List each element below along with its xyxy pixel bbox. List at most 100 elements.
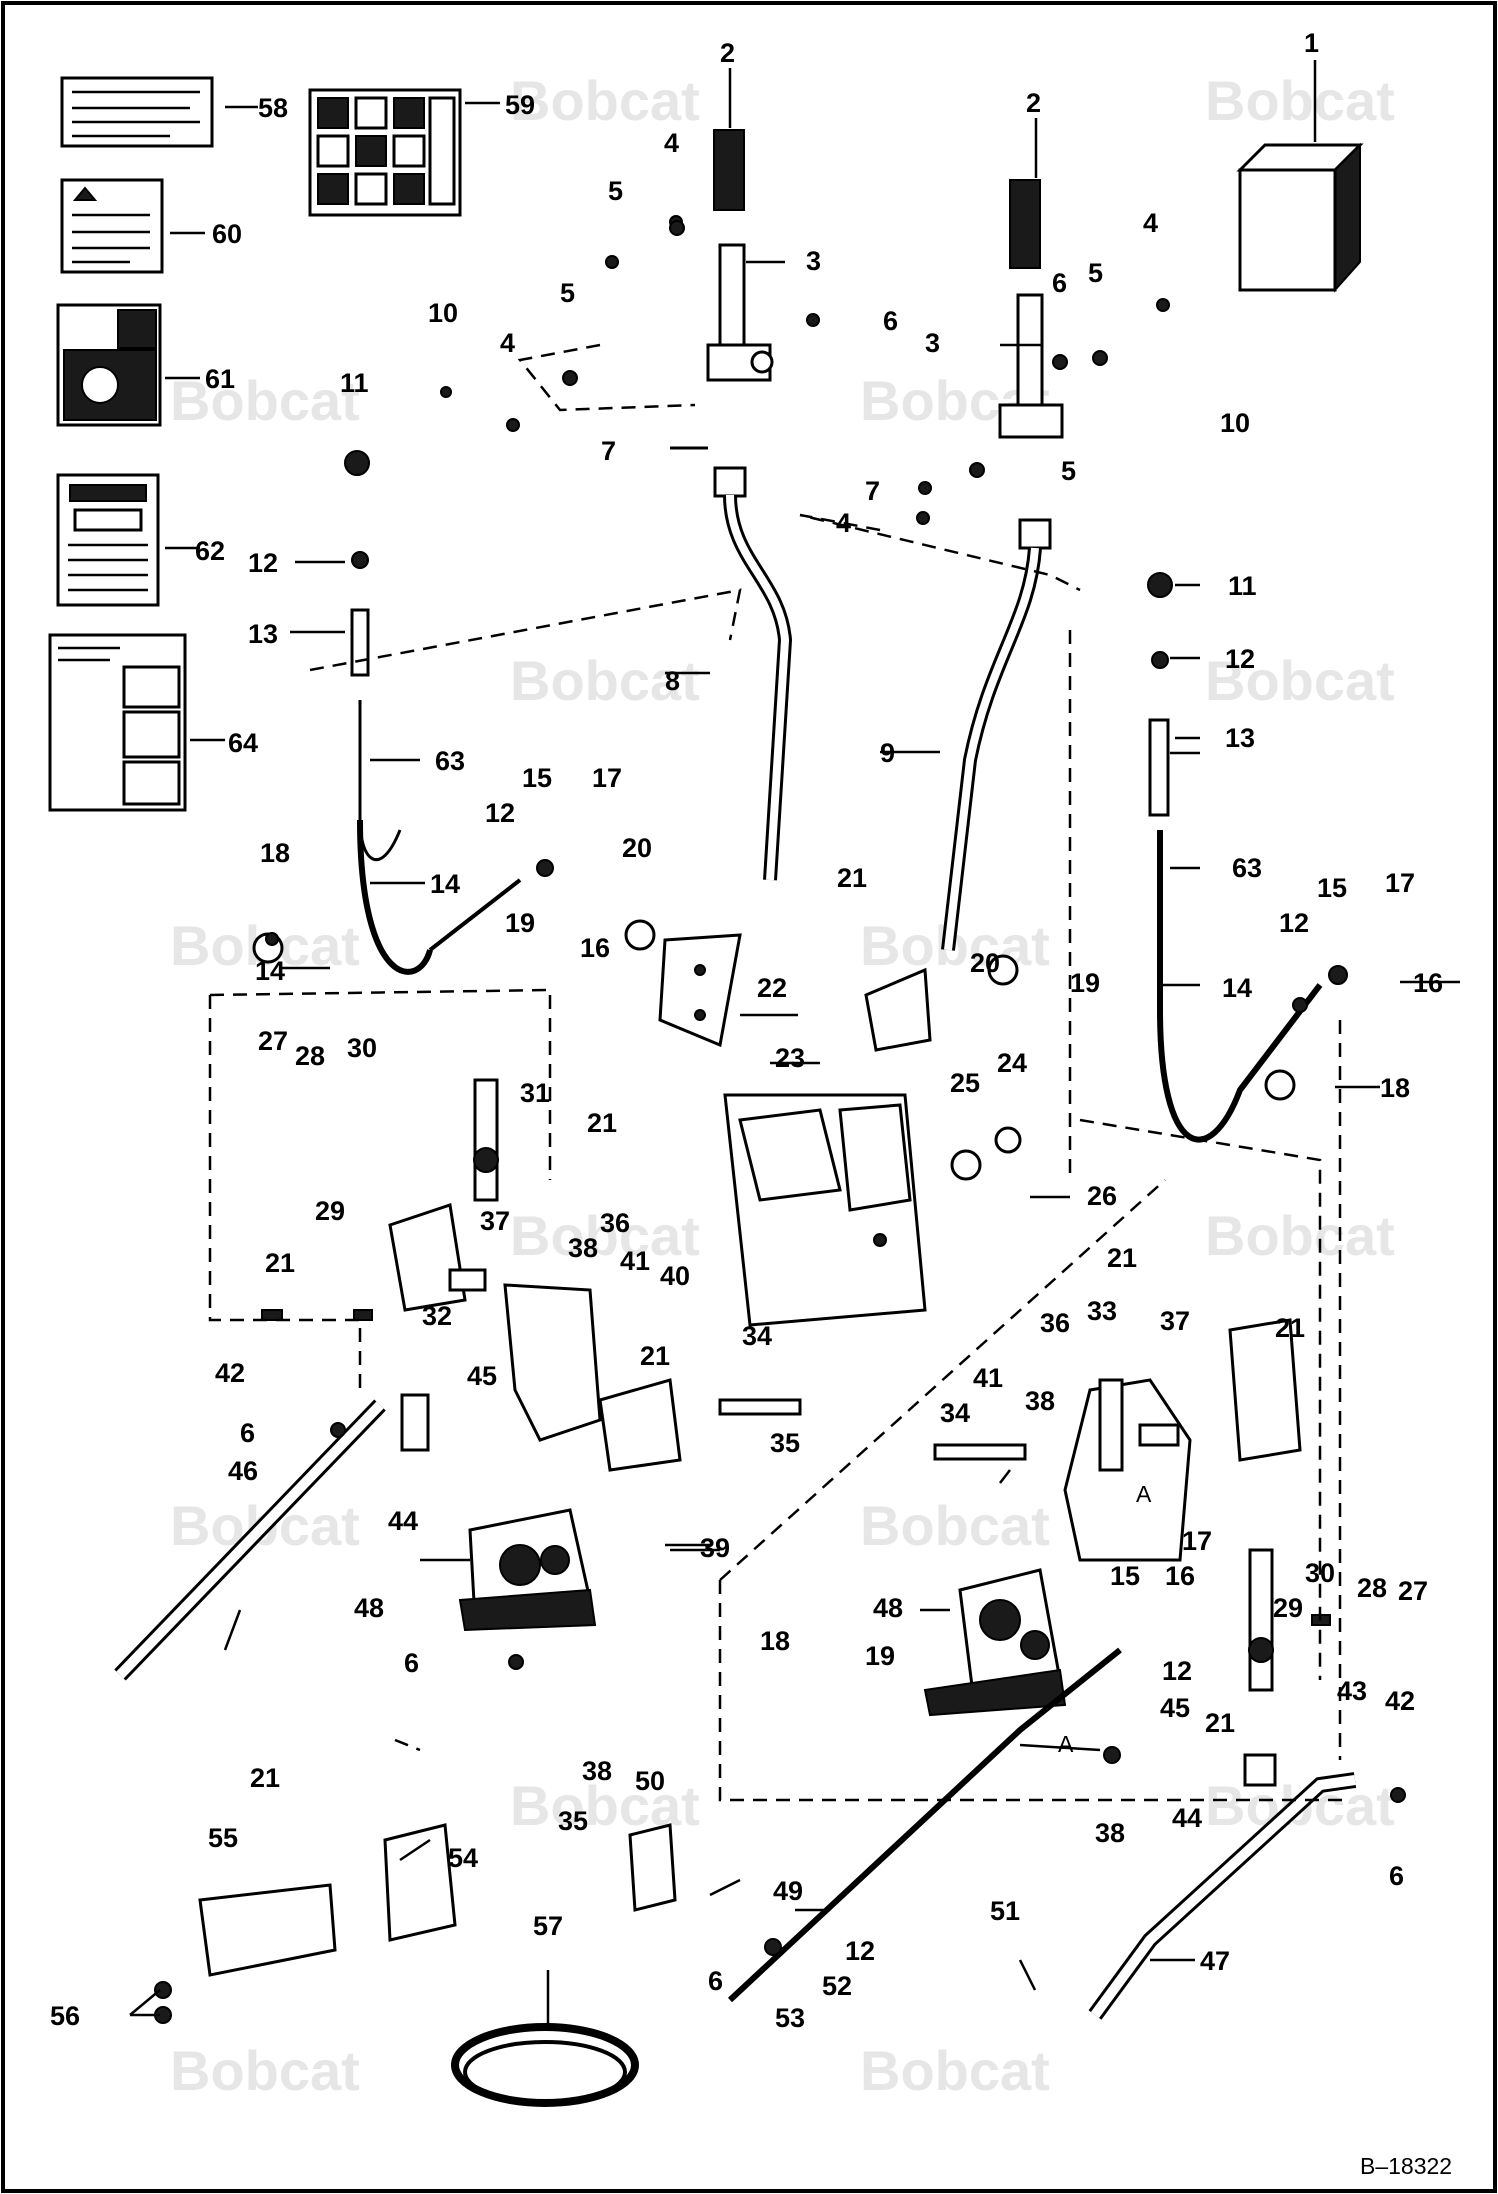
callout-15: 15 bbox=[522, 763, 552, 793]
callout-4: 4 bbox=[1143, 208, 1158, 238]
callout-12: 12 bbox=[248, 548, 278, 578]
callout-18: 18 bbox=[760, 1626, 790, 1656]
callout-41: 41 bbox=[620, 1246, 650, 1276]
callout-32: 32 bbox=[422, 1301, 452, 1331]
callout-6: 6 bbox=[1052, 268, 1067, 298]
callout-19: 19 bbox=[1070, 968, 1100, 998]
callout-11: 11 bbox=[1228, 571, 1257, 601]
right-rod-47 bbox=[1088, 1753, 1357, 2020]
callout-36: 36 bbox=[1040, 1308, 1070, 1338]
callout-12: 12 bbox=[1279, 908, 1309, 938]
reference-a-label: A bbox=[1136, 1481, 1152, 1507]
callout-labels: 1 2 2 3 3 4 4 4 4 5 5 5 5 6 6 6 6 6 6 7 … bbox=[50, 28, 1443, 2033]
decal-59 bbox=[308, 88, 462, 217]
callout-61: 61 bbox=[205, 364, 235, 394]
watermark-text: Bobcat bbox=[510, 69, 700, 132]
callout-54: 54 bbox=[448, 1843, 478, 1873]
callout-42: 42 bbox=[215, 1358, 245, 1388]
watermark-text: Bobcat bbox=[170, 369, 360, 432]
callout-12: 12 bbox=[1162, 1656, 1192, 1686]
callout-3: 3 bbox=[925, 328, 940, 358]
callout-20: 20 bbox=[622, 833, 652, 863]
bracket-55 bbox=[154, 1823, 457, 2024]
callout-56: 56 bbox=[50, 2001, 80, 2031]
callout-21: 21 bbox=[1107, 1243, 1137, 1273]
callout-51: 51 bbox=[990, 1896, 1020, 1926]
callout-50: 50 bbox=[635, 1766, 665, 1796]
callout-5: 5 bbox=[1061, 456, 1076, 486]
left-pedal-group bbox=[388, 1078, 802, 1632]
bracket-50 bbox=[628, 1823, 677, 1912]
callout-43: 43 bbox=[1337, 1676, 1367, 1706]
callout-60: 60 bbox=[212, 219, 242, 249]
callout-47: 47 bbox=[1200, 1946, 1230, 1976]
callout-21: 21 bbox=[250, 1763, 280, 1793]
callout-18: 18 bbox=[260, 838, 290, 868]
callout-15: 15 bbox=[1317, 873, 1347, 903]
callout-37: 37 bbox=[480, 1206, 510, 1236]
callout-25: 25 bbox=[950, 1068, 980, 1098]
callout-6: 6 bbox=[1389, 1861, 1404, 1891]
hose-57 bbox=[451, 2023, 639, 2107]
callout-33: 33 bbox=[1087, 1296, 1117, 1326]
callout-29: 29 bbox=[315, 1196, 345, 1226]
callout-23: 23 bbox=[775, 1043, 805, 1073]
callout-6: 6 bbox=[708, 1966, 723, 1996]
callout-6: 6 bbox=[404, 1648, 419, 1678]
callout-21: 21 bbox=[1205, 1708, 1235, 1738]
callout-14: 14 bbox=[255, 956, 285, 986]
decal-58 bbox=[60, 76, 214, 148]
callout-26: 26 bbox=[1087, 1181, 1117, 1211]
callout-44: 44 bbox=[1172, 1803, 1202, 1833]
watermark-text: Bobcat bbox=[510, 649, 700, 712]
callout-31: 31 bbox=[520, 1078, 550, 1108]
callout-45: 45 bbox=[467, 1361, 497, 1391]
callout-2: 2 bbox=[1026, 88, 1041, 118]
callout-17: 17 bbox=[592, 763, 622, 793]
leader-lines bbox=[129, 60, 1460, 2030]
callout-19: 19 bbox=[865, 1641, 895, 1671]
callout-63: 63 bbox=[1232, 853, 1262, 883]
callout-58: 58 bbox=[258, 93, 288, 123]
left-handle-assembly bbox=[440, 129, 820, 881]
callout-27: 27 bbox=[1398, 1576, 1428, 1606]
right-cable-assembly bbox=[1147, 572, 1348, 1143]
callout-19: 19 bbox=[505, 908, 535, 938]
decal-64 bbox=[48, 633, 187, 812]
callout-36: 36 bbox=[600, 1208, 630, 1238]
watermark-text: Bobcat bbox=[510, 1204, 700, 1267]
decal-62 bbox=[56, 473, 160, 607]
callout-64: 64 bbox=[228, 728, 258, 758]
callout-13: 13 bbox=[248, 619, 278, 649]
callout-22: 22 bbox=[757, 973, 787, 1003]
callout-30: 30 bbox=[347, 1033, 377, 1063]
callout-34: 34 bbox=[742, 1321, 772, 1351]
callout-14: 14 bbox=[430, 869, 460, 899]
callout-63: 63 bbox=[435, 746, 465, 776]
callout-41: 41 bbox=[973, 1363, 1003, 1393]
callout-42: 42 bbox=[1385, 1686, 1415, 1716]
drawing-number: B–18322 bbox=[1360, 2153, 1452, 2179]
callout-8: 8 bbox=[665, 666, 680, 696]
callout-62: 62 bbox=[195, 536, 225, 566]
decal-60 bbox=[60, 178, 164, 274]
callout-4: 4 bbox=[500, 328, 515, 358]
callout-29: 29 bbox=[1273, 1593, 1303, 1623]
callout-3: 3 bbox=[806, 246, 821, 276]
callout-21: 21 bbox=[265, 1248, 295, 1278]
callout-1: 1 bbox=[1304, 28, 1319, 58]
callout-57: 57 bbox=[533, 1911, 563, 1941]
callout-9: 9 bbox=[880, 738, 895, 768]
callout-28: 28 bbox=[295, 1041, 325, 1071]
callout-38: 38 bbox=[1025, 1386, 1055, 1416]
watermark-text: Bobcat bbox=[1205, 69, 1395, 132]
callout-38: 38 bbox=[582, 1756, 612, 1786]
callout-10: 10 bbox=[1220, 408, 1250, 438]
watermark-text: Bobcat bbox=[860, 1494, 1050, 1557]
left-cable-assembly bbox=[344, 450, 554, 975]
callout-38: 38 bbox=[1095, 1818, 1125, 1848]
callout-10: 10 bbox=[428, 298, 458, 328]
callout-15: 15 bbox=[1110, 1561, 1140, 1591]
watermark-text: Bobcat bbox=[1205, 1204, 1395, 1267]
